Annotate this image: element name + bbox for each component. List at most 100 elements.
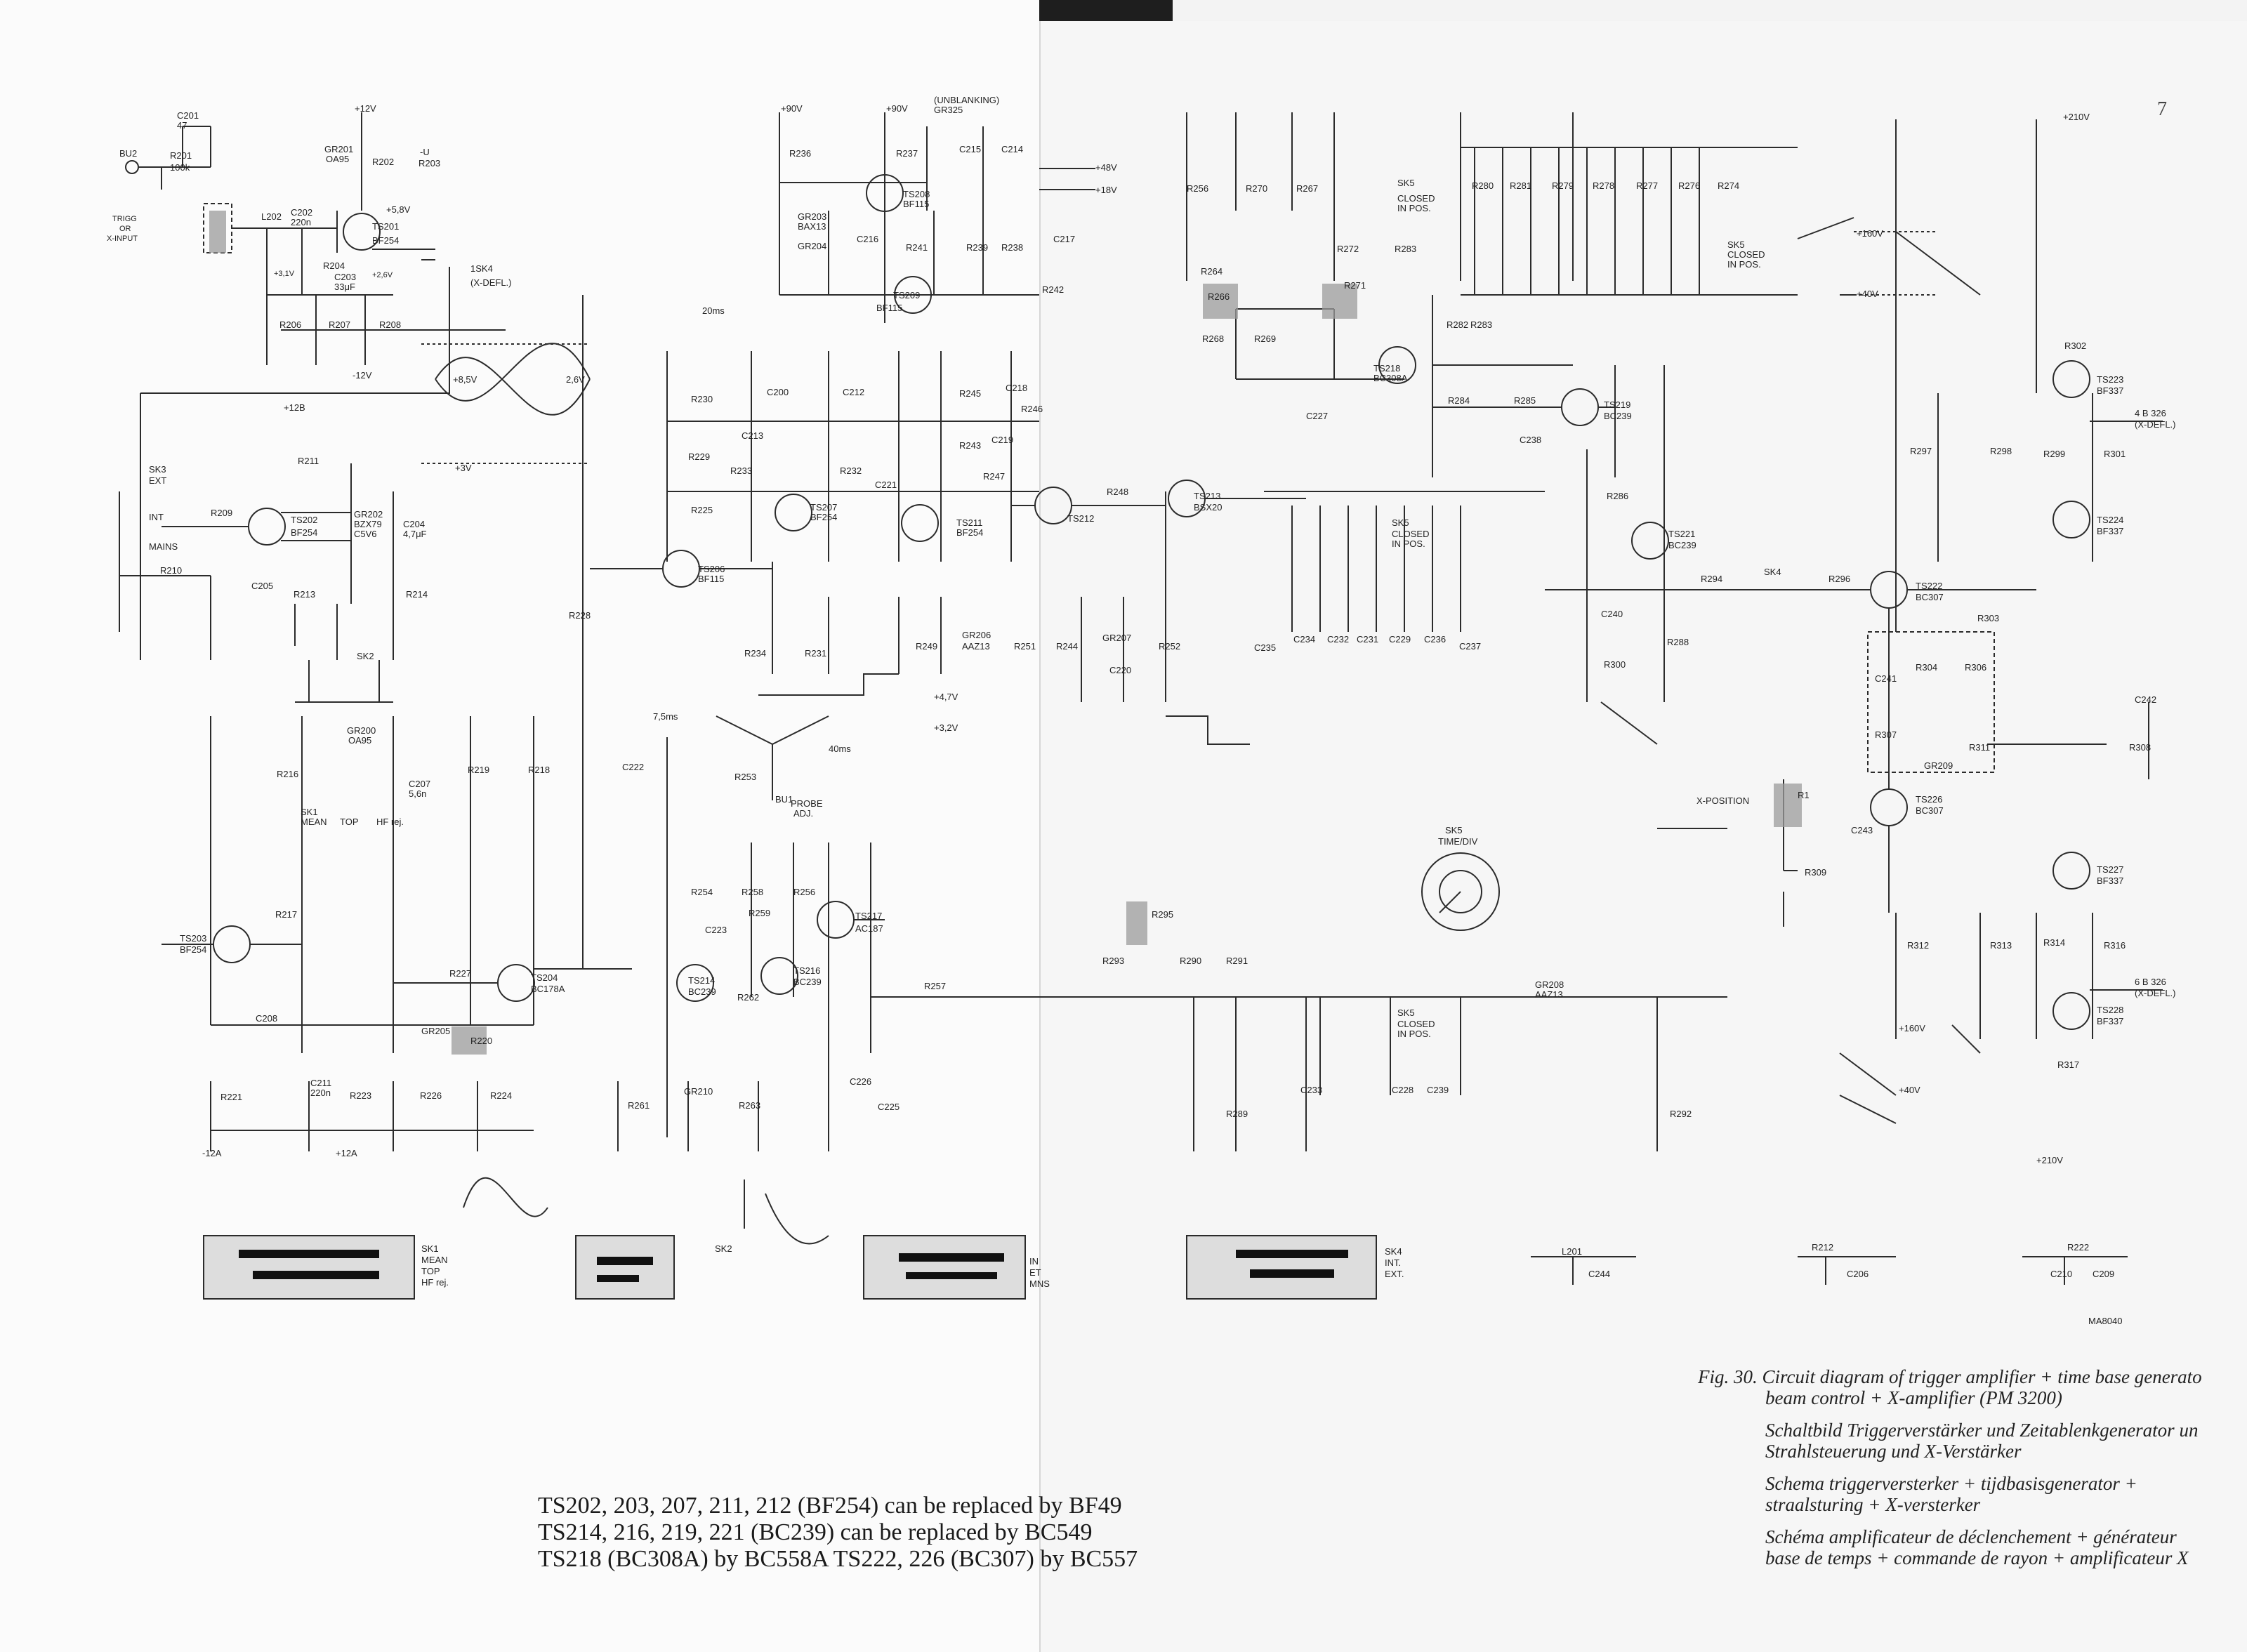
label-r210: R210 xyxy=(160,565,183,576)
label-r249: R249 xyxy=(916,641,938,652)
label-inpos-right: IN POS. xyxy=(1727,259,1761,270)
label-c5v6: C5V6 xyxy=(354,529,377,539)
label-r294: R294 xyxy=(1701,574,1723,584)
label-r239: R239 xyxy=(966,242,989,253)
label-ts211: TS211 xyxy=(956,517,983,528)
pot-highlight-r220 xyxy=(452,1026,487,1055)
label-v3: +3V xyxy=(455,463,472,473)
label-bu1: BU1 xyxy=(775,794,793,805)
label-c211-value: 220n xyxy=(310,1088,331,1098)
label-v90-b: +90V xyxy=(886,103,908,114)
caption-nl-1: Schema triggerversterker + tijdbasisgene… xyxy=(1765,1473,2137,1494)
ts223-symbol xyxy=(2052,360,2090,398)
label-closed-low: CLOSED xyxy=(1397,1019,1435,1029)
sk1-mean: MEAN xyxy=(421,1255,448,1265)
label-ts214: TS214 xyxy=(688,975,716,986)
label-l202: L202 xyxy=(261,211,282,222)
label-r312: R312 xyxy=(1907,940,1930,951)
label-sk5-right: SK5 xyxy=(1727,239,1745,250)
label-r311: R311 xyxy=(1969,742,1991,753)
label-r308: R308 xyxy=(2129,742,2152,753)
label-ts209-type: BF115 xyxy=(876,303,903,313)
label-ts217: TS217 xyxy=(855,911,883,921)
label-ext: EXT xyxy=(149,475,167,486)
label-ts224: TS224 xyxy=(2097,515,2124,525)
label-r267: R267 xyxy=(1296,183,1319,194)
label-c232: C232 xyxy=(1327,634,1350,645)
label-r283-a: R283 xyxy=(1395,244,1417,254)
label-r213: R213 xyxy=(294,589,316,600)
binder-tab xyxy=(1039,0,1173,21)
label-c226: C226 xyxy=(850,1076,872,1087)
sk4-int: INT. xyxy=(1385,1257,1402,1268)
label-r306: R306 xyxy=(1965,662,1987,673)
label-ts201-type: BF254 xyxy=(372,235,400,246)
caption-fig-number: Fig. 30. xyxy=(1698,1366,1758,1387)
sk2-caption: SK2 xyxy=(715,1243,732,1254)
label-ts202: TS202 xyxy=(291,515,318,525)
label-r208: R208 xyxy=(379,319,402,330)
label-r297: R297 xyxy=(1910,446,1932,456)
label-ts213: TS213 xyxy=(1194,491,1221,501)
label-v40-a: +40V xyxy=(1857,289,1878,299)
pot-highlight-r271 xyxy=(1322,284,1357,319)
label-r258: R258 xyxy=(742,887,764,897)
label-r252: R252 xyxy=(1159,641,1181,652)
label-gr205: GR205 xyxy=(421,1026,451,1036)
page-number: 7 xyxy=(2157,98,2167,120)
label-r202: R202 xyxy=(372,157,395,167)
label-r276: R276 xyxy=(1678,180,1701,191)
ts221-symbol xyxy=(1631,522,1669,560)
label-r248: R248 xyxy=(1107,487,1129,497)
label-c203-value: 33μF xyxy=(334,282,355,292)
ts211-symbol xyxy=(901,504,939,542)
label-c201: C201 xyxy=(177,110,199,121)
label-c201-value: 47 xyxy=(177,120,187,131)
label-p12a: +12A xyxy=(336,1148,357,1158)
label-c240: C240 xyxy=(1601,609,1623,619)
label-ts219: TS219 xyxy=(1604,399,1631,410)
label-closed-right: CLOSED xyxy=(1727,249,1765,260)
label-r221: R221 xyxy=(220,1092,243,1102)
label-c241: C241 xyxy=(1875,673,1897,684)
label-ts226: TS226 xyxy=(1916,794,1943,805)
ts201-symbol xyxy=(343,213,381,251)
label-gr200: GR200 xyxy=(347,725,376,736)
label-r289: R289 xyxy=(1226,1109,1248,1119)
label-ts204-type: BC178A xyxy=(531,984,565,994)
label-c242: C242 xyxy=(2135,694,2157,705)
sk3-switch-panel xyxy=(863,1235,1026,1300)
label-c239: C239 xyxy=(1427,1085,1449,1095)
label-trigg: TRIGG xyxy=(112,215,137,223)
label-r272: R272 xyxy=(1337,244,1359,254)
left-page xyxy=(0,0,1053,1652)
label-c219: C219 xyxy=(991,435,1014,445)
label-sk4: SK4 xyxy=(1764,567,1781,577)
label-r286: R286 xyxy=(1607,491,1629,501)
label-r269: R269 xyxy=(1254,333,1277,344)
label-r282: R282 xyxy=(1447,319,1469,330)
label-ts202-type: BF254 xyxy=(291,527,318,538)
label-ts208-type: BF115 xyxy=(903,199,930,209)
label-sk5-low: SK5 xyxy=(1397,1007,1415,1018)
ts217-symbol xyxy=(817,901,855,939)
label-hfrej: HF rej. xyxy=(376,817,404,827)
label-sk3: SK3 xyxy=(149,464,166,475)
label-r245: R245 xyxy=(959,388,982,399)
label-m12a: -12A xyxy=(202,1148,222,1158)
label-c225: C225 xyxy=(878,1102,900,1112)
label-r204: R204 xyxy=(323,260,345,271)
label-r251: R251 xyxy=(1014,641,1036,652)
label-r270: R270 xyxy=(1246,183,1268,194)
label-r242: R242 xyxy=(1042,284,1065,295)
sk3-in: IN xyxy=(1029,1256,1039,1267)
label-r280: R280 xyxy=(1472,180,1494,191)
pot-highlight-r205 xyxy=(209,211,226,253)
label-unblank: (UNBLANKING) xyxy=(934,95,1000,105)
label-sk5-mid: SK5 xyxy=(1392,517,1409,528)
label-c233: C233 xyxy=(1300,1085,1323,1095)
label-ts208: TS208 xyxy=(903,189,930,199)
label-r274: R274 xyxy=(1718,180,1740,191)
label-v12: +12V xyxy=(355,103,376,114)
label-ts223-type: BF337 xyxy=(2097,385,2124,396)
